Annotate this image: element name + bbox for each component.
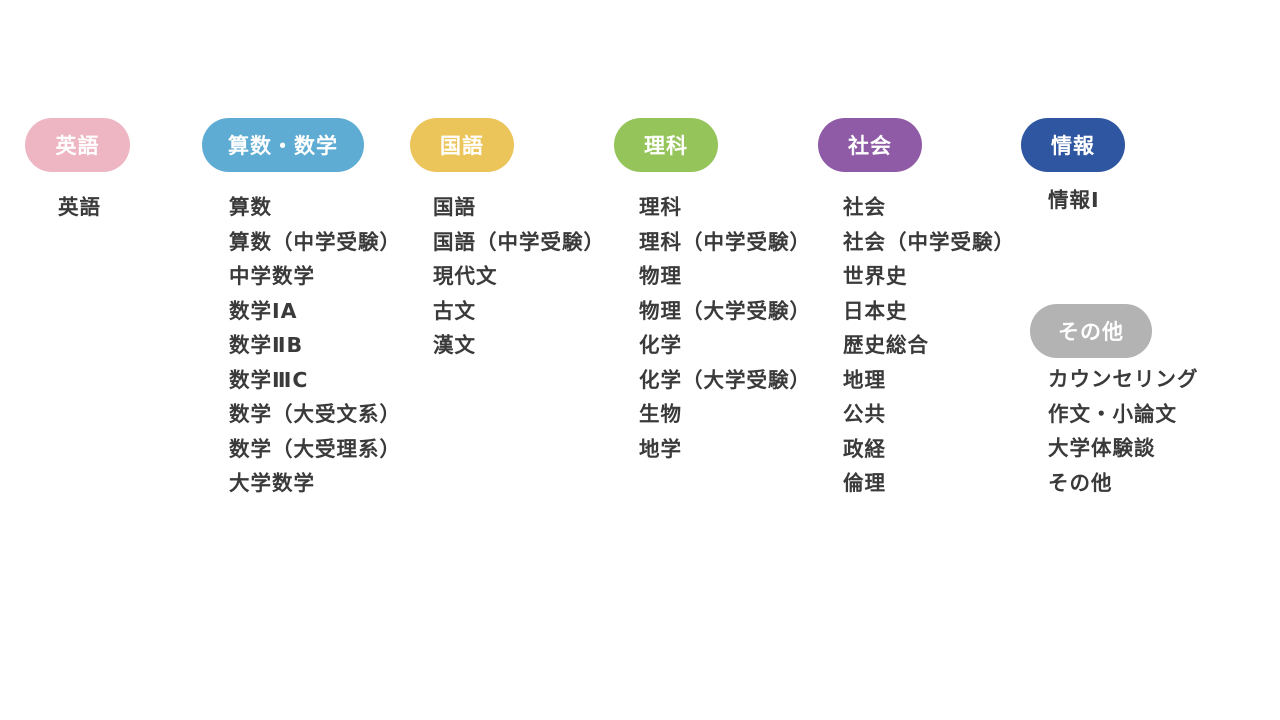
subject-list-science: 理科 理科（中学受験） 物理 物理（大学受験） 化学 化学（大学受験） 生物 地… [639, 190, 811, 466]
subject-item[interactable]: 化学（大学受験） [639, 367, 811, 392]
subject-item[interactable]: 地学 [639, 436, 682, 461]
subject-item[interactable]: 作文・小論文 [1048, 401, 1177, 426]
subject-item[interactable]: 理科 [639, 195, 682, 219]
subject-list-social: 社会 社会（中学受験） 世界史 日本史 歴史総合 地理 公共 政経 倫理 [843, 190, 1015, 501]
subject-item[interactable]: 現代文 [433, 264, 498, 288]
category-tag-english[interactable]: 英語 [25, 118, 130, 172]
subject-list-other: カウンセリング 作文・小論文 大学体験談 その他 [1048, 362, 1199, 500]
subject-item[interactable]: 地理 [843, 367, 886, 392]
subject-item[interactable]: 物理 [639, 264, 682, 288]
subject-list-english: 英語 [58, 190, 101, 225]
subject-item[interactable]: カウンセリング [1048, 367, 1199, 391]
subject-item[interactable]: 算数 [229, 195, 272, 219]
subject-item[interactable]: 歴史総合 [843, 333, 929, 357]
subject-item[interactable]: 大学数学 [229, 471, 315, 495]
subject-list-math: 算数 算数（中学受験） 中学数学 数学ⅠA 数学ⅡB 数学ⅢC 数学（大受文系）… [229, 190, 401, 501]
subject-list-info: 情報Ⅰ [1048, 183, 1100, 218]
subject-item[interactable]: その他 [1048, 470, 1113, 495]
subject-item[interactable]: 数学（大受理系） [229, 436, 401, 461]
category-tag-info[interactable]: 情報 [1021, 118, 1125, 172]
subject-item[interactable]: 生物 [639, 402, 682, 426]
category-tag-other[interactable]: その他 [1030, 304, 1152, 358]
category-tag-math[interactable]: 算数・数学 [202, 118, 364, 172]
subject-item[interactable]: 世界史 [843, 264, 908, 288]
subject-item[interactable]: 理科（中学受験） [639, 229, 811, 254]
subject-item[interactable]: 数学（大受文系） [229, 402, 401, 426]
subject-item[interactable]: 大学体験談 [1048, 436, 1156, 460]
subject-item[interactable]: 中学数学 [229, 264, 315, 288]
category-tag-science[interactable]: 理科 [614, 118, 718, 172]
subject-item[interactable]: 国語（中学受験） [433, 229, 605, 254]
subject-item[interactable]: 化学 [639, 333, 682, 357]
subject-item[interactable]: 日本史 [843, 298, 908, 323]
subject-item[interactable]: 国語 [433, 195, 476, 219]
subject-item[interactable]: 社会 [843, 195, 886, 219]
subject-item[interactable]: 英語 [58, 195, 101, 219]
subject-item[interactable]: 倫理 [843, 471, 886, 495]
subject-item[interactable]: 算数（中学受験） [229, 229, 401, 254]
subject-item[interactable]: 数学ⅡB [229, 333, 304, 357]
category-tag-social[interactable]: 社会 [818, 118, 922, 172]
subject-item[interactable]: 数学ⅢC [229, 367, 309, 392]
subject-item[interactable]: 社会（中学受験） [843, 229, 1015, 254]
subject-item[interactable]: 古文 [433, 298, 476, 323]
subject-item[interactable]: 情報Ⅰ [1048, 188, 1100, 212]
subject-item[interactable]: 漢文 [433, 333, 476, 357]
subject-item[interactable]: 公共 [843, 402, 886, 426]
category-tag-japanese[interactable]: 国語 [410, 118, 514, 172]
subject-item[interactable]: 物理（大学受験） [639, 298, 811, 323]
subject-item[interactable]: 政経 [843, 436, 886, 461]
subject-item[interactable]: 数学ⅠA [229, 298, 298, 323]
subject-list-japanese: 国語 国語（中学受験） 現代文 古文 漢文 [433, 190, 605, 363]
